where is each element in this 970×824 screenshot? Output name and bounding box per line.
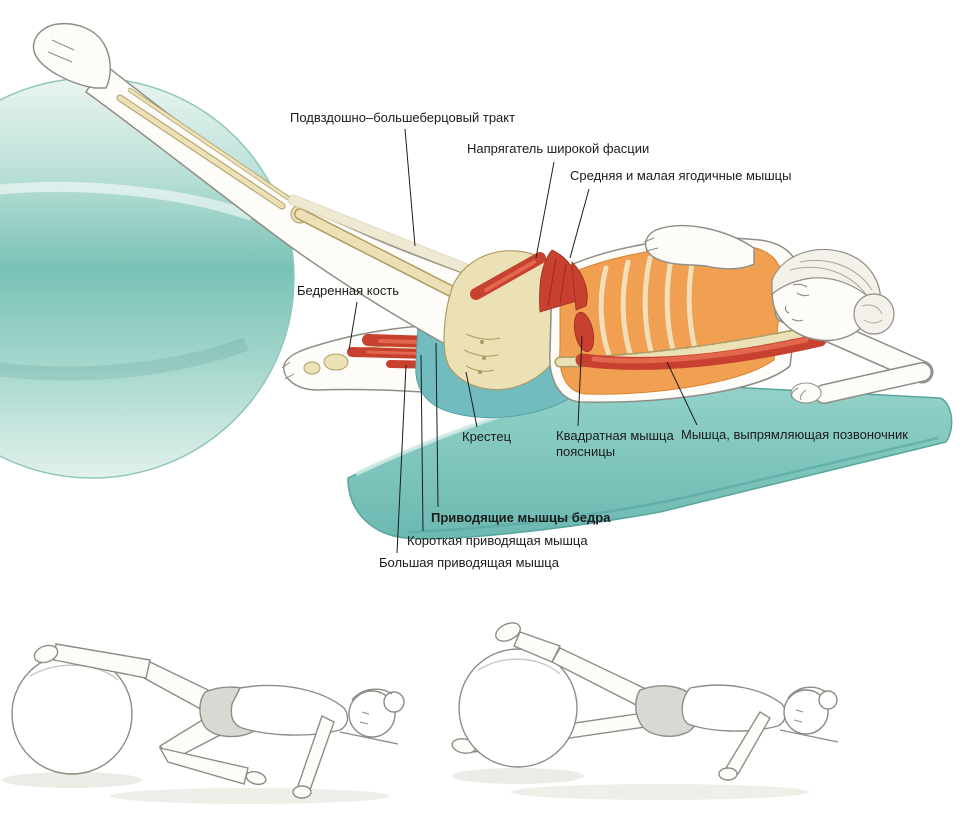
iliotibial-band	[287, 194, 490, 282]
label-sacrum: Крестец	[462, 429, 512, 444]
bottom-foot-toes	[281, 361, 295, 380]
gluteal-muscles	[470, 249, 588, 313]
step2-shorts	[635, 685, 700, 737]
label-gluteus-medius-minimus: Средняя и малая ягодичные мышцы	[570, 168, 792, 183]
exercise-step-1-illustration	[2, 643, 405, 804]
exercise-step-2-illustration	[451, 622, 839, 800]
label-tensor-fasciae-latae: Напрягатель широкой фасции	[467, 141, 650, 156]
support-hand	[790, 382, 822, 404]
hair-bun	[853, 293, 895, 335]
label-quadratus-lumborum: Квадратная мышца поясницы	[556, 428, 674, 459]
label-hip-adductors: Приводящие мышцы бедра	[431, 510, 611, 525]
sacrum-detail	[463, 333, 501, 375]
tibia-fibula-bones	[116, 87, 291, 210]
quadratus-lumborum-muscle	[573, 311, 595, 353]
knee-bone	[323, 353, 349, 371]
label-erector-spinae: Мышца, выпрямляющая позвоночник	[681, 427, 908, 442]
step2-head	[783, 689, 829, 735]
leader-lines	[348, 128, 698, 554]
top-hand-fingers	[643, 237, 659, 252]
foot-on-ball	[32, 22, 111, 89]
step2-ball	[458, 648, 578, 768]
torso	[549, 237, 827, 403]
face	[784, 283, 810, 322]
top-arm	[645, 225, 755, 270]
step1-torso	[230, 684, 349, 736]
head	[771, 248, 895, 342]
erector-spinae-muscle	[575, 333, 827, 370]
label-adductor-magnus: Большая приводящая мышца	[379, 555, 559, 570]
label-femur: Бедренная кость	[297, 283, 400, 298]
label-adductor-brevis: Короткая приводящая мышца	[407, 533, 588, 548]
step2-torso	[681, 684, 787, 732]
tensor-fasciae-latae-muscle	[470, 252, 546, 300]
step2-front-arm	[725, 711, 771, 775]
step1-top-thigh	[143, 661, 209, 714]
label-iliotibial-tract: Подвздошно–большеберцовый тракт	[290, 110, 516, 125]
